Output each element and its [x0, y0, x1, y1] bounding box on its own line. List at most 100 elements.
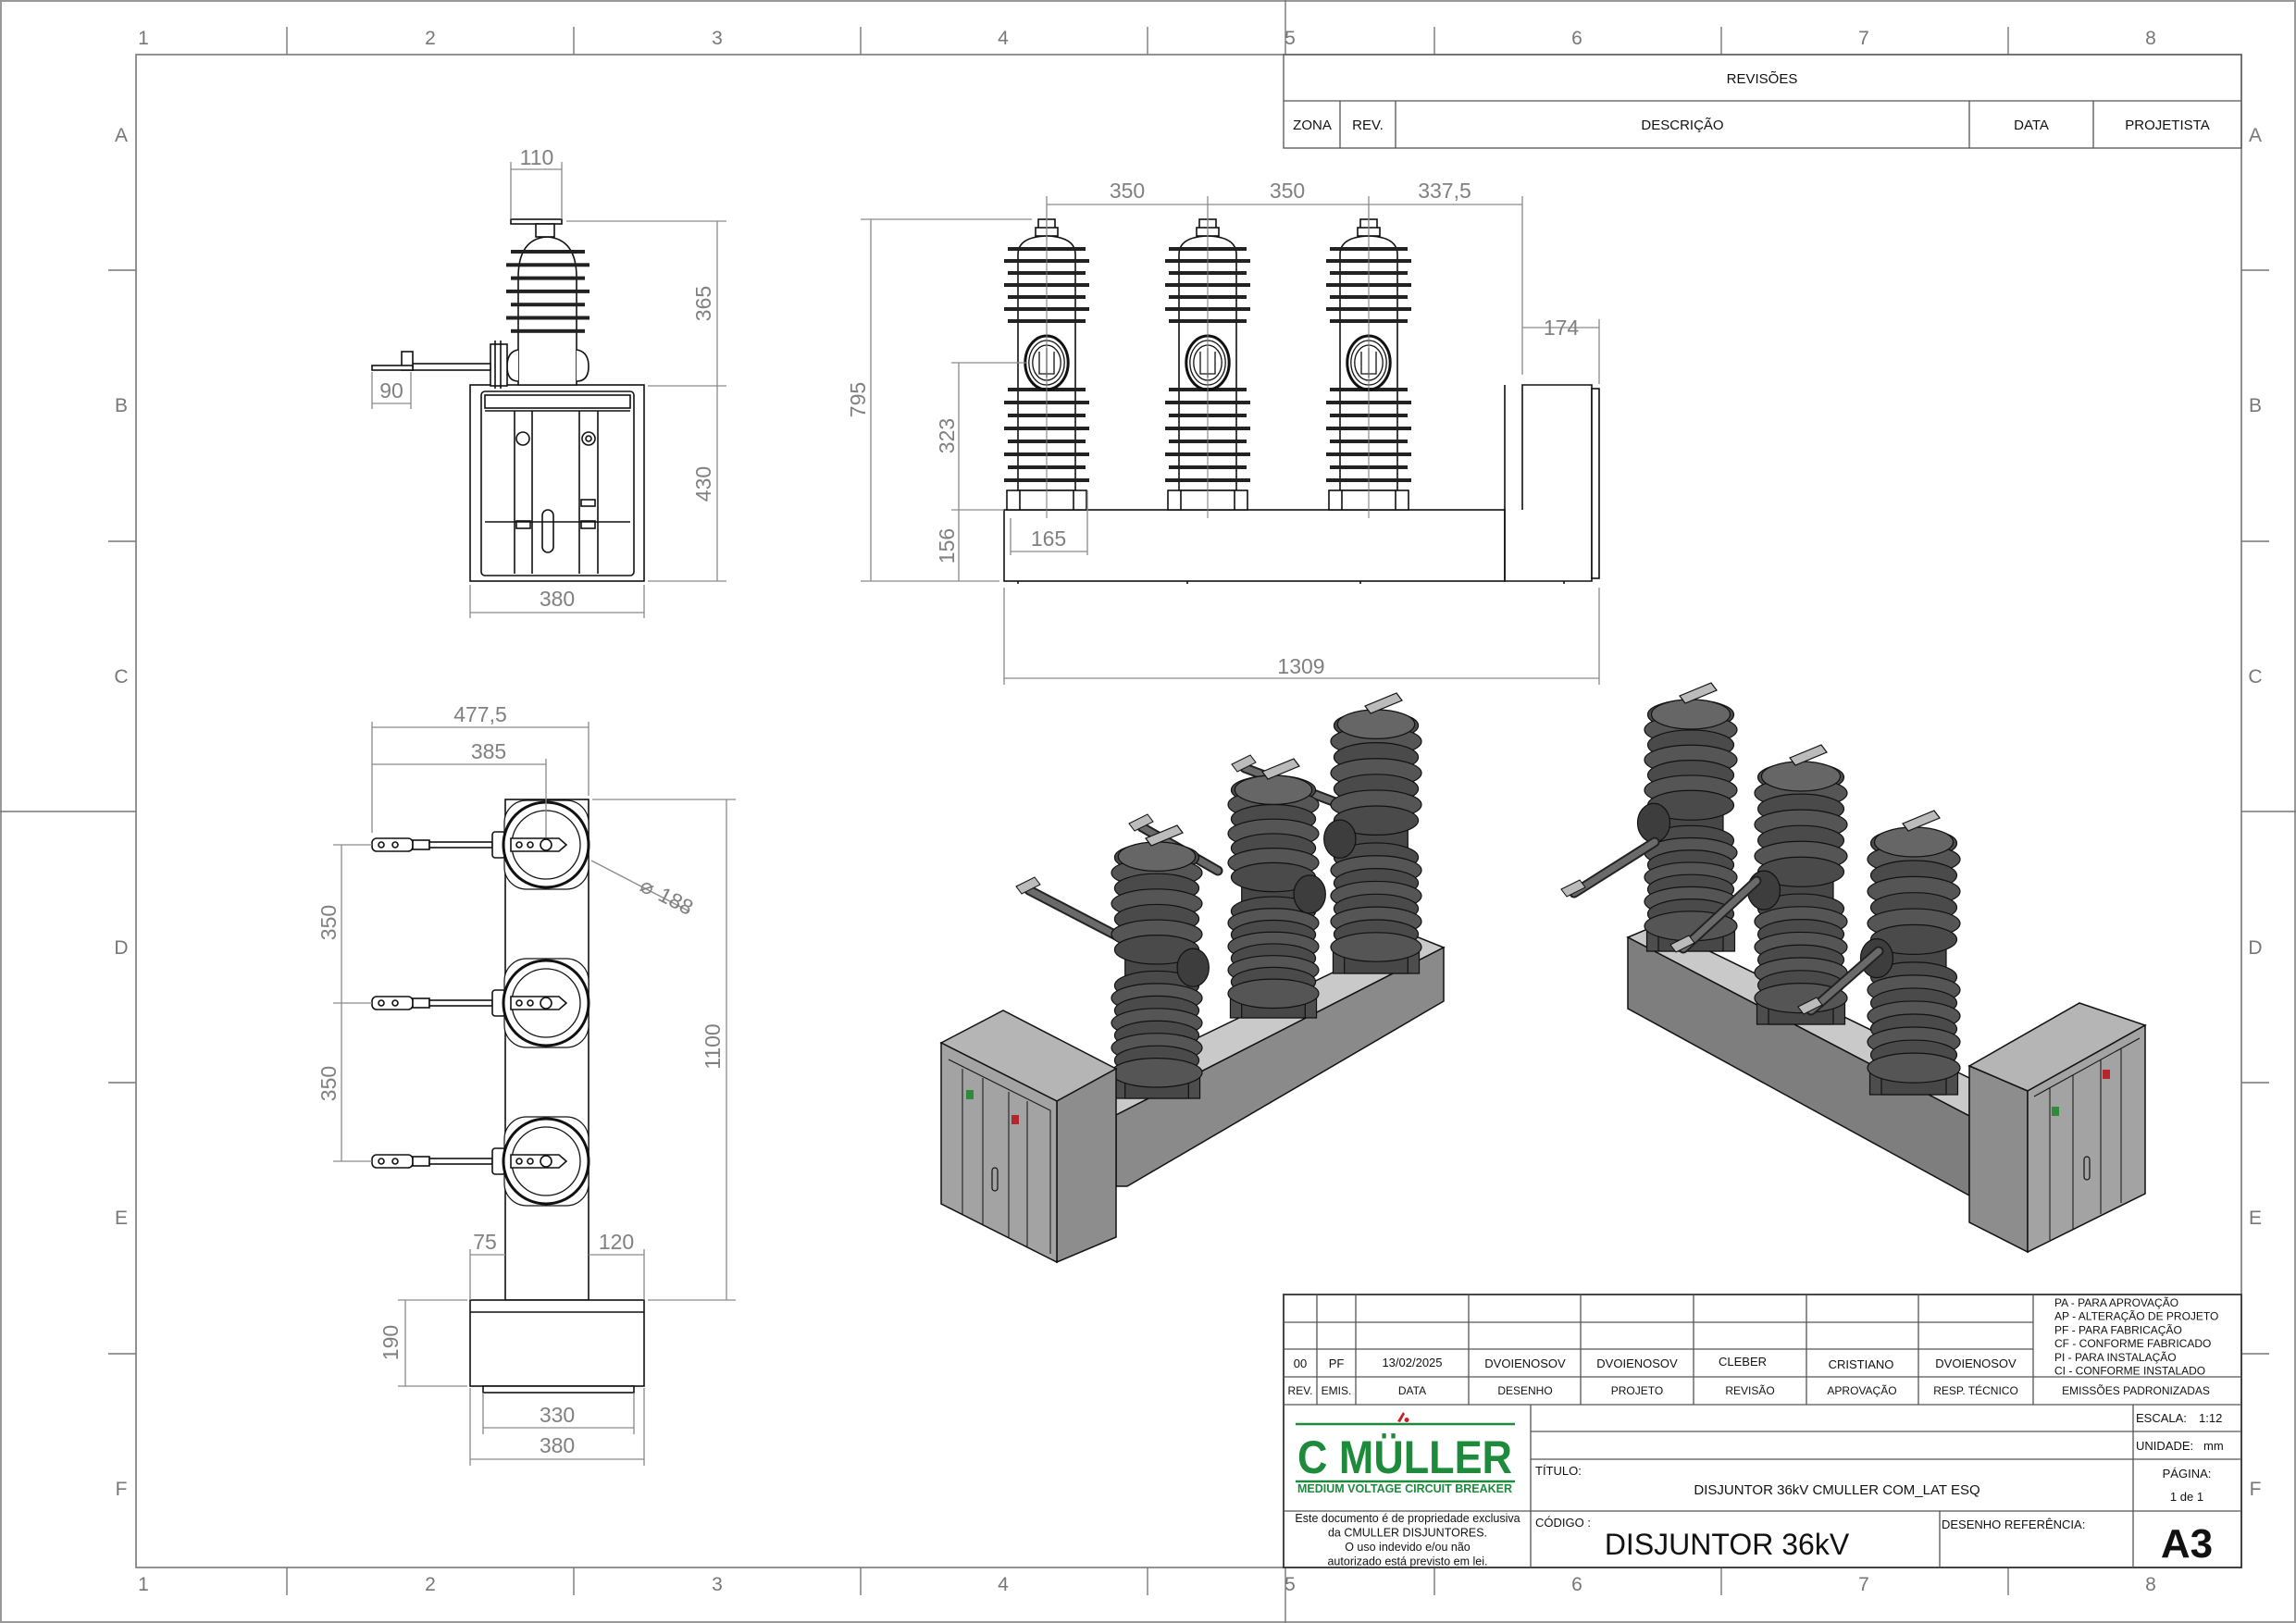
iso-pole-dome [1117, 841, 1197, 872]
emission-desenho: DVOIENOSOV [1484, 1357, 1566, 1370]
zone-row-label: B [2249, 395, 2262, 416]
revision-header-zona: ZONA [1293, 118, 1332, 133]
iso-cabinet-side [1968, 1064, 2029, 1254]
side-view-dimensions: 110 90 365 430 380 [371, 145, 726, 618]
insulator-shed [511, 303, 585, 307]
iso-arm-highlight [1680, 877, 1760, 952]
iso-terminal-plate [1231, 754, 1257, 773]
iso-terminal-plate [1669, 935, 1695, 953]
zone-column-label: 2 [425, 1574, 436, 1595]
zone-column-label: 7 [1858, 28, 1869, 49]
iso-top-terminal [1789, 744, 1828, 766]
unidade-label: UNIDADE: [2136, 1439, 2193, 1453]
isometric-view-left [939, 692, 1446, 1264]
dim-ring-height: 323 [935, 418, 959, 453]
iso-cabinet-side [1056, 1067, 1117, 1264]
dim-cabinet-height: 430 [691, 466, 715, 502]
emission-aprovacao: CRISTIANO [1829, 1357, 1894, 1371]
bolt-hole [540, 838, 552, 851]
insulator-pole [1004, 213, 1089, 518]
dim-top-width: 110 [520, 145, 554, 169]
sheet-format: A3 [2161, 1521, 2213, 1567]
desenho-referencia-label: DESENHO REFERÊNCIA: [1942, 1518, 2085, 1531]
revision-header-rev: REV. [1352, 118, 1384, 133]
zone-row-label: D [2248, 937, 2262, 959]
zone-column-label: 7 [1858, 1574, 1869, 1595]
revision-header-projetista: PROJETISTA [2125, 118, 2209, 133]
insulator-shed [511, 276, 585, 280]
zone-row-label: E [115, 1208, 128, 1229]
zone-row-label: C [114, 666, 128, 688]
dim-top-pitch-2: 350 [316, 1066, 341, 1101]
dim-arm-offset: 90 [379, 378, 403, 403]
dim-base-inner: 330 [540, 1403, 575, 1427]
dim-base-width: 380 [540, 1433, 575, 1457]
pole-top-view [371, 958, 590, 1048]
zone-row-label: A [115, 125, 128, 146]
zone-row-label: D [114, 937, 128, 959]
zone-row-label: F [116, 1479, 128, 1500]
dim-cabinet-depth: 174 [1544, 316, 1580, 340]
zone-column-label: 3 [712, 28, 723, 49]
header-resp-tecnico: RESP. TÉCNICO [1933, 1383, 2018, 1397]
insulator-shed [506, 263, 590, 267]
iso-terminal-plate [1560, 879, 1586, 898]
bolt-hole [527, 1158, 534, 1165]
bolt-hole [391, 841, 399, 849]
header-emis: EMIS. [1322, 1384, 1352, 1397]
drawing-code: DISJUNTOR 36kV [1605, 1528, 1850, 1561]
arm-sleeve [412, 839, 430, 850]
insulator-shed [506, 316, 590, 320]
iso-top-terminal [1145, 824, 1184, 847]
zone-column-label: 4 [998, 28, 1009, 49]
insulator-shed [511, 328, 585, 333]
logo-accent-icon [1397, 1412, 1409, 1422]
dim-overall-length: 1309 [1277, 654, 1324, 678]
emission-code: PA - PARA APROVAÇÃO [2054, 1296, 2178, 1309]
emission-revisao: CLEBER [1719, 1355, 1767, 1369]
pole-foot-line [1341, 490, 1396, 510]
emission-emis: PF [1329, 1357, 1345, 1370]
pole-top-view [371, 1116, 590, 1207]
bolt-hole [515, 1158, 523, 1165]
iso-arm-highlight [1025, 886, 1123, 941]
iso-insulator-pole [1323, 692, 1422, 974]
dim-diameter: 188 [654, 882, 697, 920]
bolt-hole [391, 999, 399, 1007]
dim-base-depth: 190 [379, 1325, 403, 1360]
top-terminal [510, 1154, 568, 1169]
iso-top-terminal [1261, 758, 1300, 780]
dim-pole-reach: 385 [471, 739, 506, 763]
dim-pitch-3: 337,5 [1418, 179, 1471, 203]
dim-insulator-height: 365 [691, 286, 715, 321]
arm-rod [428, 999, 493, 1007]
iso-cabinet-front [2027, 1023, 2146, 1254]
iso-terminal-plate [1015, 876, 1041, 895]
top-view-dimensions: 477,5 385 1100 350 350 75 120 190 330 38… [316, 702, 736, 1466]
zone-column-label: 6 [1571, 28, 1582, 49]
pagina-label: PÁGINA: [2163, 1467, 2212, 1481]
dim-overall-length-top: 1100 [701, 1023, 725, 1069]
bolt-hole [391, 1158, 399, 1165]
pagina-value: 1 de 1 [2170, 1490, 2203, 1504]
zone-column-label: 8 [2145, 1574, 2156, 1595]
header-projeto: PROJETO [1611, 1384, 1663, 1397]
zone-row-label: F [2250, 1479, 2262, 1500]
iso-insulator-pole [1111, 824, 1210, 1099]
codigo-label: CÓDIGO : [1535, 1516, 1591, 1530]
insulator-shed [511, 250, 585, 254]
zone-row-label: A [2249, 125, 2262, 146]
dim-pitch-1: 350 [1110, 179, 1145, 203]
disclaimer-line: Este documento é de propriedade exclusiv… [1295, 1512, 1520, 1525]
diameter-symbol-icon: ⌀ [637, 873, 659, 900]
bolt-hole [527, 841, 534, 849]
zone-column-label: 1 [138, 28, 149, 49]
unidade-value: mm [2203, 1439, 2224, 1453]
logo-tagline: MEDIUM VOLTAGE CIRCUIT BREAKER [1297, 1481, 1513, 1495]
dim-base-height: 156 [935, 528, 959, 564]
bolt-hole [540, 997, 552, 1010]
dim-left-offset: 75 [473, 1230, 497, 1254]
pole-top-view [371, 799, 590, 890]
